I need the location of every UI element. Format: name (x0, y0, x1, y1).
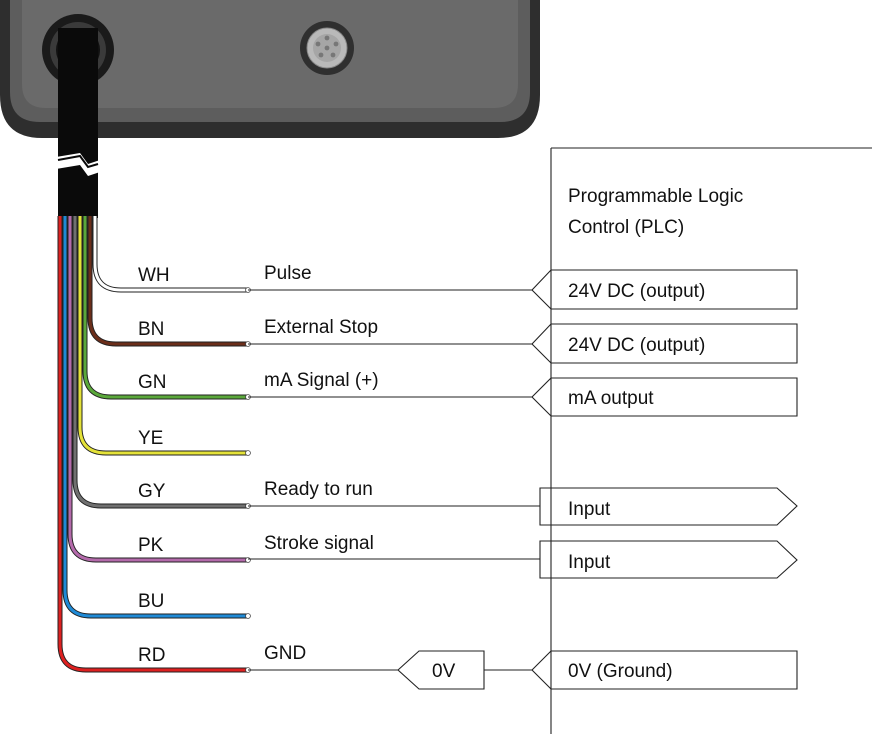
wire-code-gy: GY (138, 481, 166, 502)
plc-box-stroke: Input (539, 540, 798, 579)
wire-wh (93, 216, 248, 292)
plc-box-ma: mA output (531, 377, 798, 417)
wire-signal-gn: mA Signal (+) (264, 370, 379, 391)
wire-rd (58, 216, 248, 672)
wire-code-gn: GN (138, 372, 167, 393)
wire-code-ye: YE (138, 428, 163, 449)
wire-pk (68, 216, 248, 562)
wire-code-bu: BU (138, 591, 164, 612)
wire-code-pk: PK (138, 535, 164, 556)
cable (56, 28, 100, 218)
plc-box-ready-label: Input (568, 499, 611, 520)
wire-signal-gy: Ready to run (264, 479, 373, 500)
plc-box-pulse: 24V DC (output) (531, 269, 798, 310)
wire-gy (73, 216, 248, 508)
wire-end-terminal (245, 450, 251, 456)
wire-outline-gy (72, 216, 248, 509)
wire-gn (83, 216, 248, 399)
zero-volt-terminal: 0V (397, 650, 485, 690)
wire-end-terminal (245, 613, 251, 619)
wire-signal-pk: Stroke signal (264, 533, 374, 554)
wire-outline-wh (92, 216, 248, 293)
plc-title-line1: Programmable Logic (568, 186, 743, 207)
plc-box-stop-label: 24V DC (output) (568, 335, 705, 356)
plc-box-stop: 24V DC (output) (531, 323, 798, 364)
wire-signal-bn: External Stop (264, 317, 378, 338)
wire-outline-gn (82, 216, 248, 400)
wire-code-rd: RD (138, 645, 165, 666)
plc-title-line2: Control (PLC) (568, 217, 684, 238)
wire-bn (88, 216, 248, 346)
plc-box-ground: 0V (Ground) (531, 650, 798, 690)
connector-socket-icon (300, 21, 354, 75)
wire-end-terminal (245, 557, 251, 563)
wire-ye (78, 216, 248, 455)
connection-lines (248, 289, 540, 671)
wire-signal-rd: GND (264, 643, 306, 664)
wire-code-wh: WH (138, 265, 170, 286)
plc-box-ma-label: mA output (568, 388, 654, 409)
wire-code-bn: BN (138, 319, 164, 340)
wire-bu (63, 216, 248, 618)
plc-box-stroke-label: Input (568, 552, 611, 573)
plc-box-ground-label: 0V (Ground) (568, 661, 673, 682)
wire-signal-wh: Pulse (264, 263, 312, 284)
zero-volt-label: 0V (432, 661, 456, 682)
plc-box-pulse-label: 24V DC (output) (568, 281, 705, 302)
plc-box-ready: Input (539, 487, 798, 526)
